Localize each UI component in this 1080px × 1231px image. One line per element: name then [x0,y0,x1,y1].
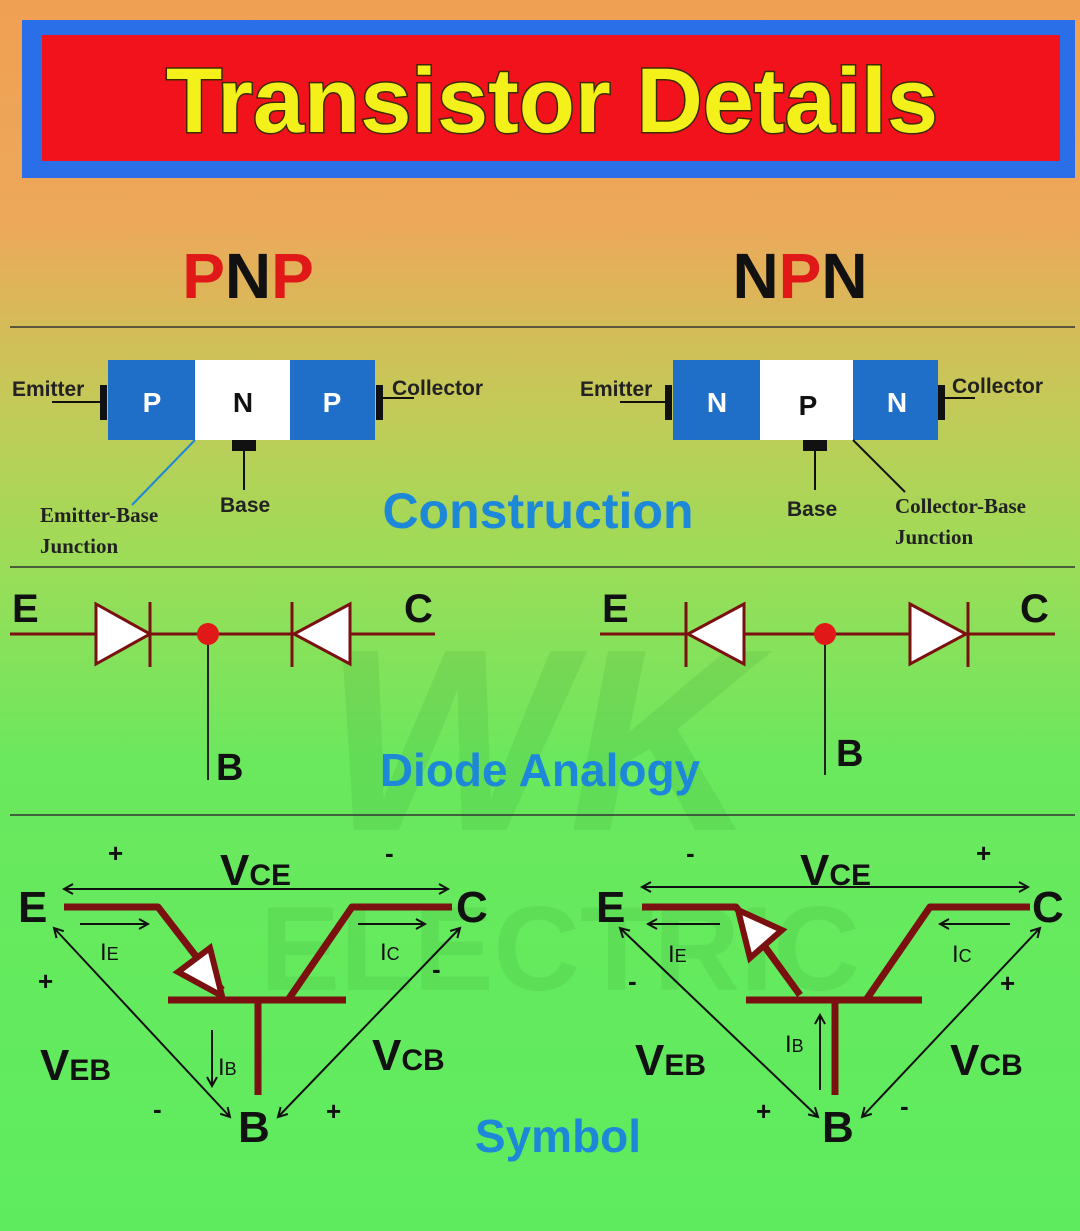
svg-text:Emitter: Emitter [12,378,84,401]
pnp-symbol: E C B VCE VEB VCB IE IC IB + - + - - + [18,838,488,1152]
title-banner: Transistor Details [22,20,1075,178]
svg-text:+: + [38,966,53,996]
svg-text:-: - [385,838,394,868]
svg-text:-: - [628,966,637,996]
svg-text:-: - [686,838,695,868]
svg-text:+: + [976,838,991,868]
svg-text:Base: Base [220,494,270,517]
dividers [10,326,1075,816]
svg-text:VEB: VEB [40,1041,111,1090]
svg-text:VCB: VCB [950,1036,1023,1085]
svg-text:N: N [707,387,727,418]
section-label-construction: Construction [382,483,693,539]
svg-text:IB: IB [218,1054,237,1081]
svg-text:E: E [18,883,47,932]
svg-text:-: - [900,1091,909,1121]
svg-text:C: C [1032,883,1064,932]
svg-text:P: P [323,387,342,418]
svg-text:Emitter: Emitter [580,378,652,401]
svg-text:N: N [887,387,907,418]
svg-text:IE: IE [668,941,687,968]
svg-text:Collector: Collector [952,375,1043,398]
npn-construction: N P N Emitter Collector Base Collector-B… [580,360,1043,549]
section-label-diode-analogy: Diode Analogy [380,744,701,796]
svg-text:IE: IE [100,939,119,966]
npn-diode-b: B [836,733,863,775]
svg-text:-: - [153,1094,162,1124]
svg-text:E: E [596,883,625,932]
svg-text:B: B [238,1103,270,1152]
npn-diode-c: C [1020,587,1049,631]
svg-text:IC: IC [952,941,972,968]
pnp-diode-analogy [10,601,435,780]
svg-text:+: + [756,1096,771,1126]
svg-text:Junction: Junction [895,525,974,549]
pnp-diode-e: E [12,587,39,631]
npn-diode-analogy [600,601,1055,775]
svg-text:C: C [456,883,488,932]
svg-text:VCB: VCB [372,1031,445,1080]
svg-text:P: P [799,390,818,421]
pnp-diode-b: B [216,747,243,789]
svg-text:Base: Base [787,498,837,521]
svg-text:VCE: VCE [800,846,871,895]
svg-text:Emitter-Base: Emitter-Base [40,503,158,527]
svg-text:B: B [822,1103,854,1152]
pnp-construction: P N P Emitter Collector Base Emitter-Bas… [12,360,483,558]
svg-text:+: + [108,838,123,868]
pnp-heading: PNP [182,240,314,312]
svg-text:Collector-Base: Collector-Base [895,494,1026,518]
npn-heading: NPN [732,240,867,312]
npn-symbol: E C B VCE VEB VCB IE IC IB - + - + + - [596,838,1064,1152]
svg-text:P: P [143,387,162,418]
svg-text:VCE: VCE [220,846,291,895]
section-label-symbol: Symbol [475,1110,641,1162]
svg-text:N: N [233,387,253,418]
svg-text:+: + [326,1096,341,1126]
svg-text:Collector: Collector [392,377,483,400]
npn-diode-e: E [602,587,629,631]
svg-text:IB: IB [785,1031,804,1058]
svg-text:IC: IC [380,939,400,966]
svg-text:Junction: Junction [40,534,119,558]
page-title: Transistor Details [166,50,938,152]
svg-text:+: + [1000,968,1015,998]
svg-text:WK: WK [323,596,776,886]
pnp-diode-c: C [404,587,433,631]
svg-text:-: - [432,954,441,984]
svg-text:VEB: VEB [635,1036,706,1085]
